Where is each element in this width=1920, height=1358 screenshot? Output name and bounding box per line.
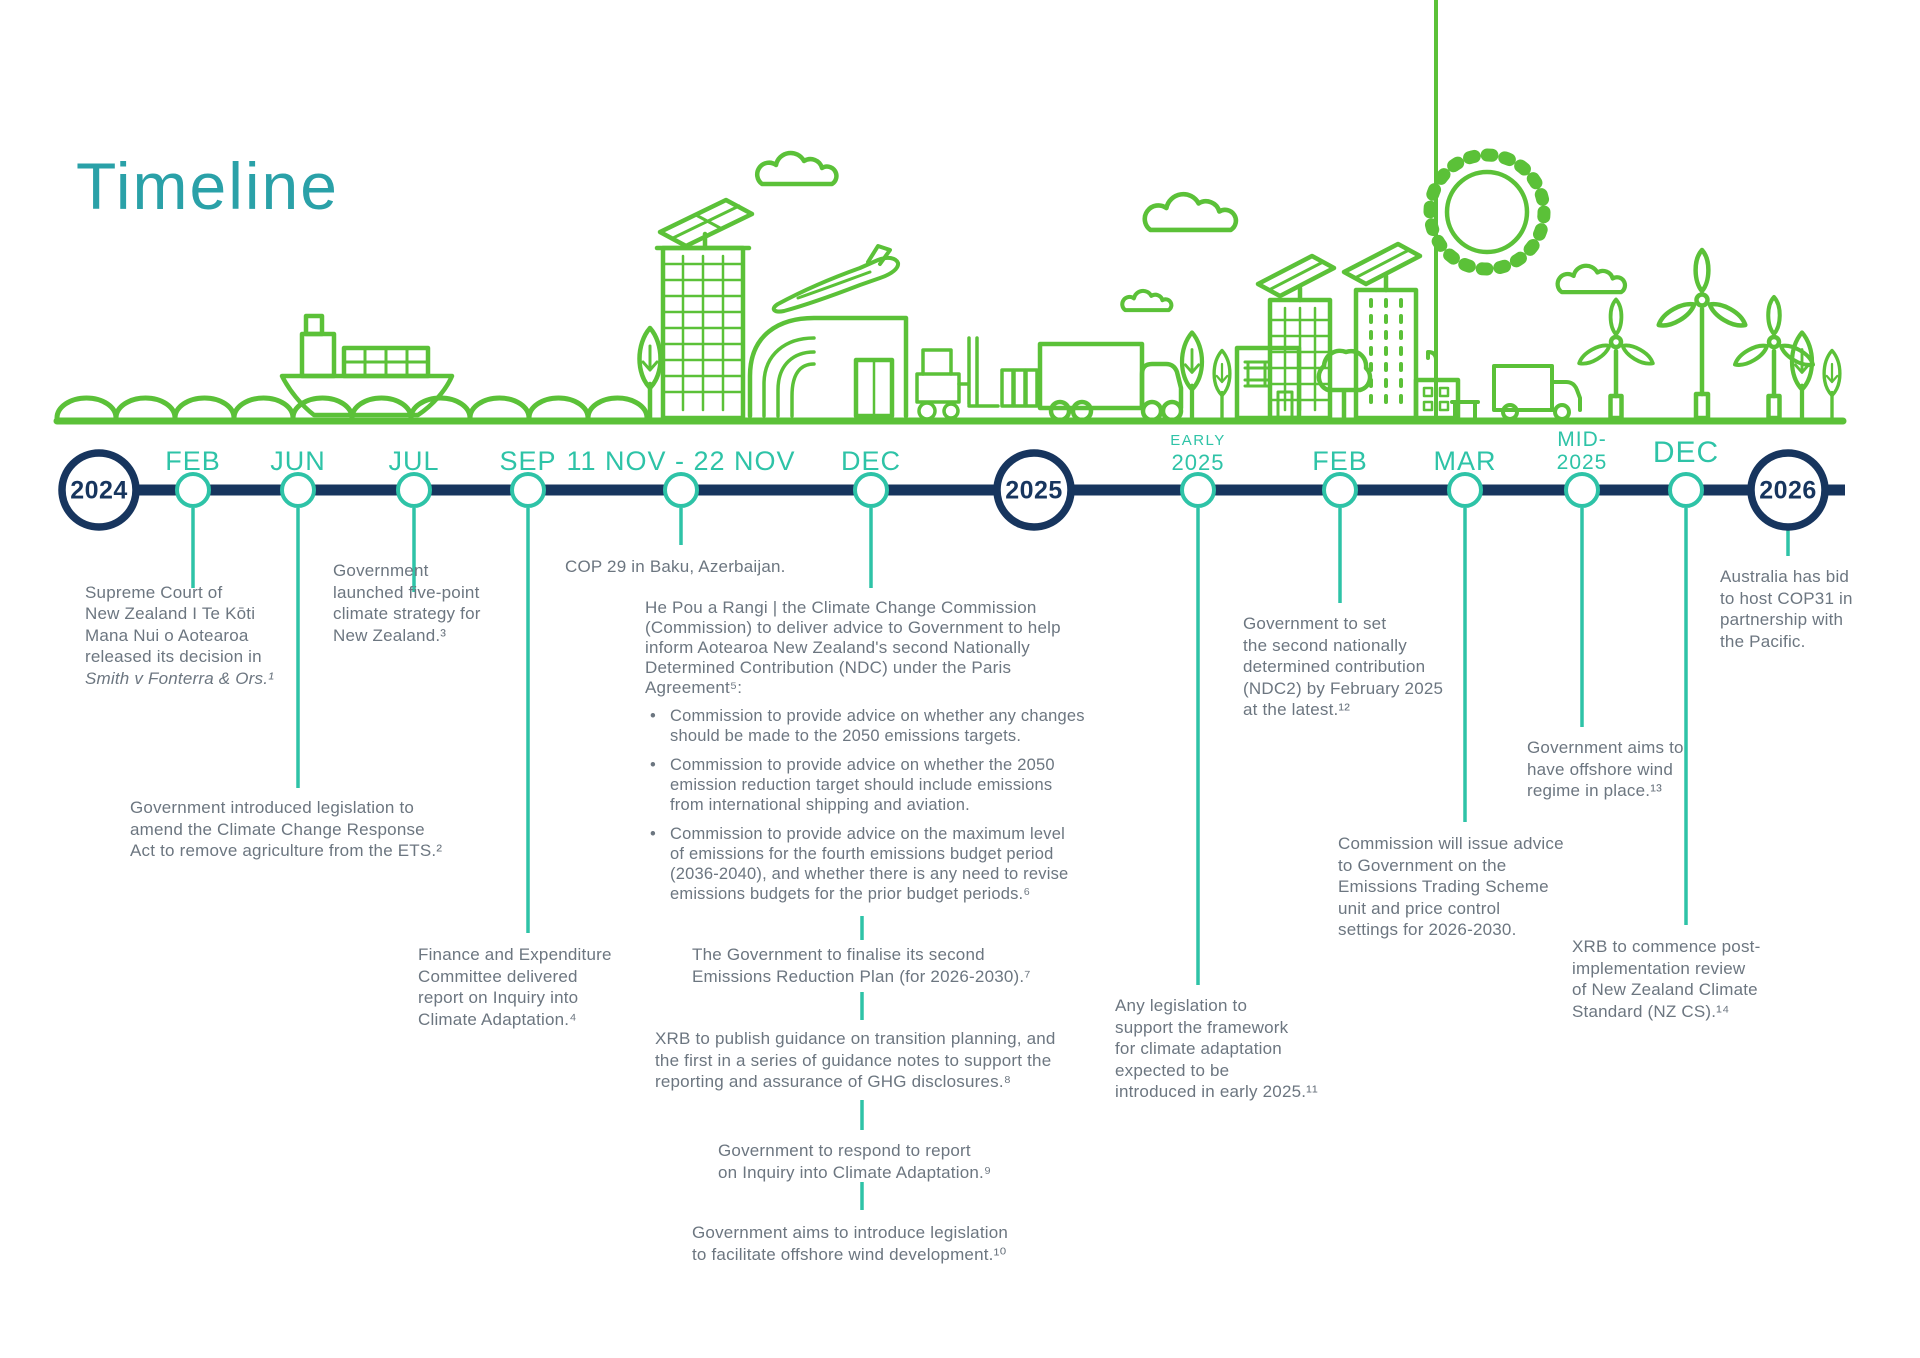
month-label-jun-2024: JUN bbox=[270, 446, 326, 476]
cloud-icon bbox=[1555, 263, 1628, 295]
cloud-icon bbox=[754, 150, 839, 187]
ndc-advice-list: Commission to provide advice on whether … bbox=[648, 706, 1108, 913]
tree-icon bbox=[637, 325, 663, 421]
node-dec-2024 bbox=[853, 472, 889, 508]
node-jun-2024 bbox=[280, 472, 316, 508]
ship-icon bbox=[279, 313, 455, 418]
event-mid-2025-text: Government aims to have offshore wind re… bbox=[1527, 738, 1684, 800]
event-cop31-text: Australia has bid to host COP31 in partn… bbox=[1720, 567, 1853, 651]
node-2025 bbox=[993, 449, 1075, 531]
waves-icon bbox=[54, 395, 650, 421]
list-item: Commission to provide advice on the maxi… bbox=[648, 824, 1108, 904]
month-label-dec-2025: DEC bbox=[1652, 436, 1720, 469]
node-mid-2025 bbox=[1564, 472, 1600, 508]
event-xrb-guidance-text: XRB to publish guidance on transition pl… bbox=[655, 1029, 1056, 1091]
year-label-2025: 2025 bbox=[1005, 476, 1063, 505]
month-label-early-2025-top: EARLY bbox=[1170, 432, 1226, 449]
event-dec-2024-heading: He Pou a Rangi | the Climate Change Comm… bbox=[645, 598, 1061, 697]
node-nov-2024 bbox=[663, 472, 699, 508]
event-feb-2024-body: Supreme Court of New Zealand I Te Kōti M… bbox=[85, 582, 262, 667]
event-feb-2024-case-name: Smith v Fonterra & Ors.¹ bbox=[85, 668, 275, 688]
cloud-icon bbox=[1142, 191, 1239, 233]
cloud-icon bbox=[1120, 288, 1174, 313]
node-early-2025 bbox=[1180, 472, 1216, 508]
event-feb-2024-text: Supreme Court of New Zealand I Te Kōti M… bbox=[85, 560, 274, 711]
event-sep-2024-text: Finance and Expenditure Committee delive… bbox=[418, 945, 612, 1029]
list-item: Commission to provide advice on whether … bbox=[648, 755, 1108, 815]
month-label-mid-2025-top: MID- bbox=[1557, 428, 1607, 451]
cityscape-illustration bbox=[53, 0, 1847, 425]
month-label-nov-2024: 11 NOV - 22 NOV bbox=[566, 446, 796, 476]
warehouse-icon bbox=[747, 315, 909, 419]
year-label-2026: 2026 bbox=[1759, 476, 1817, 505]
node-feb-2024 bbox=[175, 472, 211, 508]
year-nodes bbox=[58, 449, 1829, 531]
node-2024 bbox=[58, 449, 140, 531]
node-jul-2024 bbox=[396, 472, 432, 508]
node-2026 bbox=[1747, 449, 1829, 531]
wind-turbine-icon bbox=[1577, 297, 1655, 421]
event-nov-2024-text: COP 29 in Baku, Azerbaijan. bbox=[565, 557, 786, 576]
sun-icon bbox=[1423, 148, 1551, 276]
month-label-jul-2024: JUL bbox=[388, 446, 440, 476]
year-label-2024: 2024 bbox=[70, 476, 128, 505]
month-label-mid-2025: 2025 bbox=[1556, 451, 1608, 474]
tree-icon bbox=[1212, 348, 1232, 420]
event-jul-2024-text: Government launched five-point climate s… bbox=[333, 561, 481, 645]
event-offshore-wind-legislation-text: Government aims to introduce legislation… bbox=[692, 1223, 1009, 1264]
node-sep-2024 bbox=[510, 472, 546, 508]
event-adaptation-response-text: Government to respond to report on Inqui… bbox=[718, 1141, 992, 1182]
month-label-feb-2024: FEB bbox=[165, 446, 221, 476]
connector-lines bbox=[191, 508, 1790, 1210]
list-item: Commission to provide advice on whether … bbox=[648, 706, 1108, 746]
event-erp-text: The Government to finalise its second Em… bbox=[692, 945, 1031, 986]
delivery-truck-icon bbox=[1492, 364, 1582, 421]
month-label-mar-2025: MAR bbox=[1433, 446, 1497, 476]
wind-turbine-icon bbox=[1656, 247, 1748, 421]
event-dec-2025-text: XRB to commence post- implementation rev… bbox=[1572, 937, 1761, 1021]
month-label-early-2025: 2025 bbox=[1171, 450, 1225, 475]
node-dec-2025 bbox=[1668, 472, 1704, 508]
truck-icon bbox=[1037, 341, 1184, 423]
solar-building-icon bbox=[654, 197, 755, 421]
event-early-2025-text: Any legislation to support the framework… bbox=[1115, 996, 1318, 1101]
round-tree-icon bbox=[1316, 348, 1373, 421]
airplane-icon bbox=[771, 244, 901, 314]
node-feb-2025 bbox=[1322, 472, 1358, 508]
month-label-sep-2024: SEP bbox=[499, 446, 557, 476]
event-mar-2025-text: Commission will issue advice to Governme… bbox=[1338, 834, 1564, 939]
month-label-dec-2024: DEC bbox=[840, 446, 902, 476]
forklift-icon bbox=[915, 336, 1039, 421]
event-feb-2025-text: Government to set the second nationally … bbox=[1243, 614, 1444, 719]
node-mar-2025 bbox=[1447, 472, 1483, 508]
tree-icon bbox=[1180, 330, 1204, 421]
page-title: Timeline bbox=[76, 149, 339, 223]
tree-icon bbox=[1822, 348, 1842, 420]
tree-icon bbox=[1790, 330, 1814, 421]
bench-icon bbox=[1450, 400, 1480, 420]
month-label-feb-2025: FEB bbox=[1312, 446, 1368, 476]
event-jun-2024-text: Government introduced legislation to ame… bbox=[130, 798, 443, 860]
month-nodes bbox=[175, 472, 1704, 508]
